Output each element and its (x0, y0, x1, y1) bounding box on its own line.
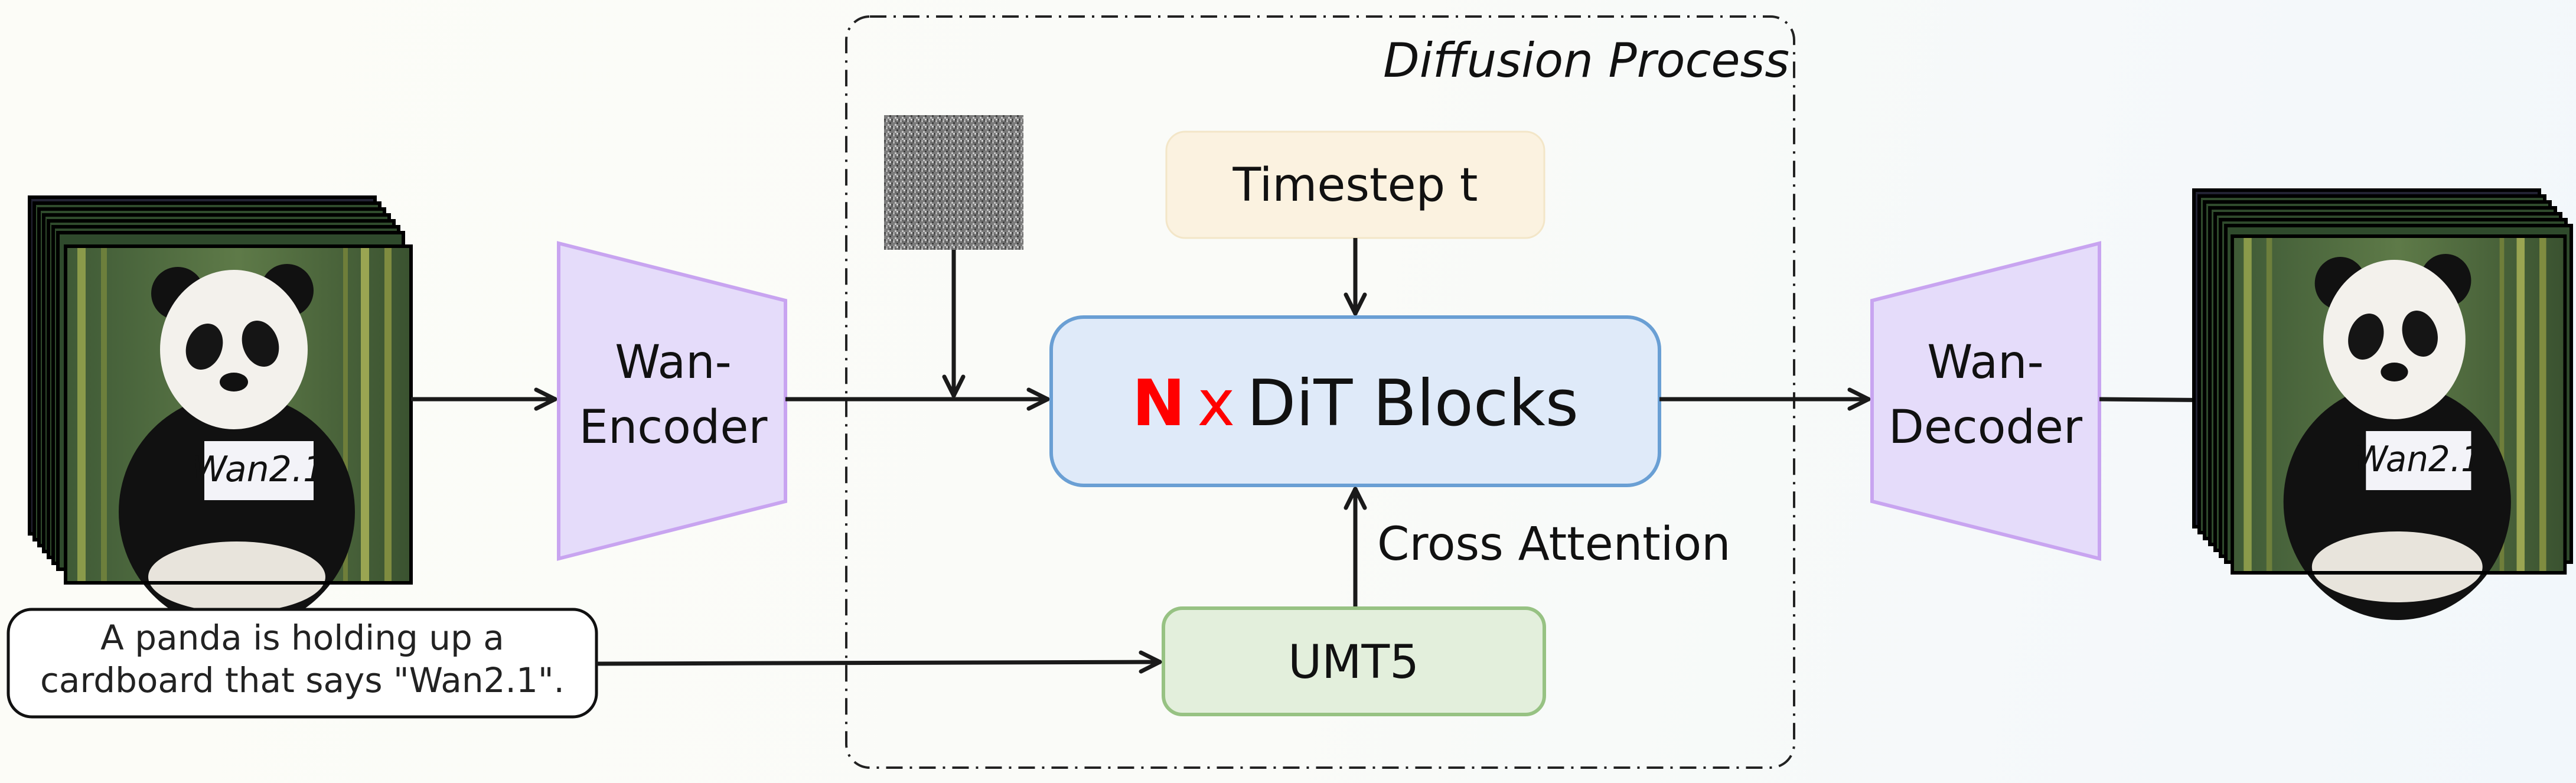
panda-image-output: Wan2.1 (2231, 234, 2567, 620)
input-video-frames: Wan2.1 (28, 195, 413, 630)
panda-image: Wan2.1 (64, 244, 413, 630)
decoder-label-2: Decoder (1889, 401, 2083, 454)
diffusion-process-box (845, 15, 1795, 769)
encoder-label-1: Wan- (615, 336, 732, 389)
dit-x: x (1197, 367, 1235, 441)
timestep-label: Timestep t (1232, 159, 1478, 212)
wan-decoder: Wan- Decoder (1870, 241, 2101, 561)
dit-n: N (1132, 367, 1185, 441)
umt5-label: UMT5 (1288, 636, 1419, 689)
noise-latent-image (884, 115, 1023, 250)
cross-attention-label: Cross Attention (1377, 518, 1731, 571)
dit-text: DiT Blocks (1247, 367, 1579, 441)
prompt-line-1: A panda is holding up a (100, 618, 504, 658)
output-video-frames: Wan2.1 (2192, 188, 2573, 620)
decoder-label-1: Wan- (1927, 336, 2044, 389)
prompt-line-2: cardboard that says "Wan2.1". (40, 660, 565, 700)
encoder-label-2: Encoder (579, 401, 768, 454)
panda-sign-text-output: Wan2.1 (2354, 438, 2483, 479)
diffusion-process-label: Diffusion Process (1383, 33, 1789, 88)
umt5-box (1162, 606, 1546, 716)
panda-sign-text: Wan2.1 (192, 449, 325, 490)
wan-encoder: Wan- Encoder (557, 241, 787, 561)
arrow-prompt-to-umt5 (596, 650, 1162, 674)
